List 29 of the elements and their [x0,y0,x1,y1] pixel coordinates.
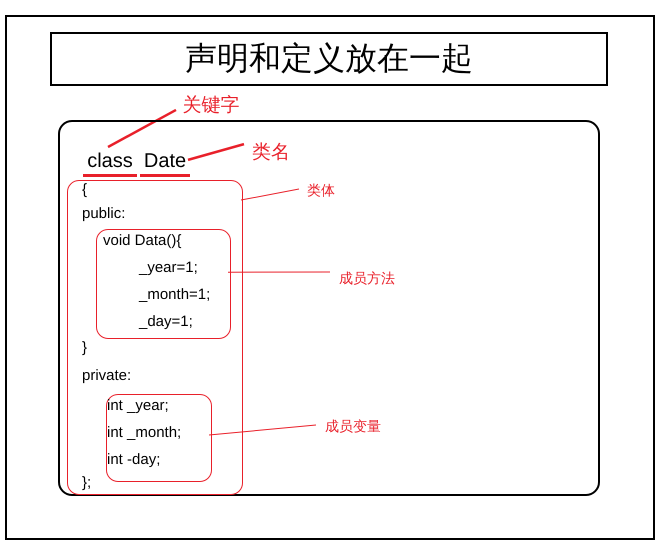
code-line: public: [82,205,126,222]
code-line: _day=1; [139,313,193,330]
code-line: { [82,181,88,198]
code-line: }; [82,474,92,491]
annotation-label: 类名 [246,138,296,166]
annotation-label: 类体 [301,180,341,202]
code-line: _month=1; [139,286,210,303]
class-body-box [67,180,243,495]
code-line: void Data(){ [103,232,182,249]
code-keyword: Date [140,149,190,177]
code-line: int -day; [107,451,160,468]
title-box: 声明和定义放在一起 [50,32,608,86]
leader-line [228,271,330,273]
code-keyword: class [83,149,137,177]
annotation-label: 成员方法 [332,268,402,290]
annotation-label: 关键字 [176,92,246,118]
leader-line [107,108,177,148]
code-line: _year=1; [139,259,198,276]
code-line: } [82,339,88,356]
code-block-box [96,229,231,339]
leader-line [188,142,244,162]
code-line: int _year; [107,397,169,414]
code-line: private: [82,367,132,384]
leader-line [240,188,300,201]
code-line: int _month; [107,424,182,441]
annotation-label: 成员变量 [318,416,388,438]
leader-line [208,424,316,436]
code-panel [58,120,600,496]
code-block-box [106,394,212,482]
